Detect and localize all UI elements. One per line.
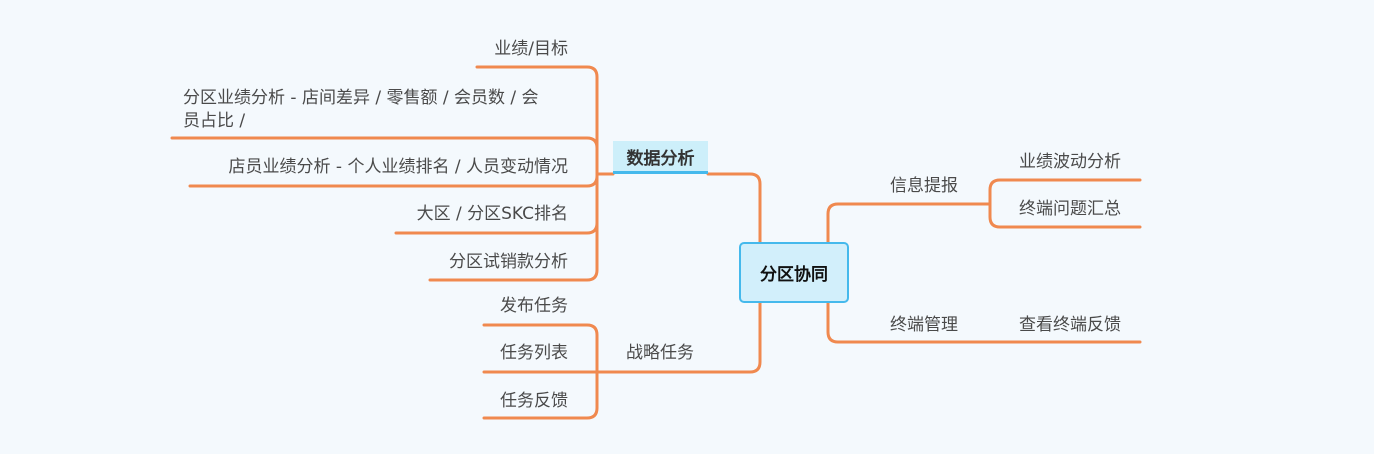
topic-label: 数据分析	[626, 148, 695, 169]
topic-info-report[interactable]: 信息提报	[890, 176, 958, 196]
subtopic-terminal-issues[interactable]: 终端问题汇总	[1019, 199, 1121, 219]
subtopic-trial-sales[interactable]: 分区试销款分析	[449, 252, 568, 272]
subtopic-staff-analysis[interactable]: 店员业绩分析 - 个人业绩排名 / 人员变动情况	[228, 157, 568, 177]
subtopic-performance-target[interactable]: 业绩/目标	[494, 39, 568, 59]
topic-strategy-tasks[interactable]: 战略任务	[626, 343, 694, 363]
subtopic-task-list[interactable]: 任务列表	[500, 343, 568, 363]
central-topic[interactable]: 分区协同	[739, 242, 849, 303]
subtopic-performance-fluctuation[interactable]: 业绩波动分析	[1019, 152, 1121, 172]
subtopic-skc-ranking[interactable]: 大区 / 分区SKC排名	[416, 204, 568, 224]
subtopic-district-analysis-line1[interactable]: 分区业绩分析 - 店间差异 / 零售额 / 会员数 / 会	[183, 88, 539, 108]
topic-terminal-management[interactable]: 终端管理	[890, 315, 958, 335]
subtopic-task-feedback[interactable]: 任务反馈	[500, 391, 568, 411]
subtopic-view-terminal-feedback[interactable]: 查看终端反馈	[1019, 315, 1121, 335]
subtopic-publish-task[interactable]: 发布任务	[500, 296, 568, 316]
subtopic-district-analysis-line2[interactable]: 员占比 /	[183, 111, 246, 131]
central-topic-label: 分区协同	[760, 265, 828, 285]
topic-data-analysis[interactable]: 数据分析	[613, 141, 708, 174]
